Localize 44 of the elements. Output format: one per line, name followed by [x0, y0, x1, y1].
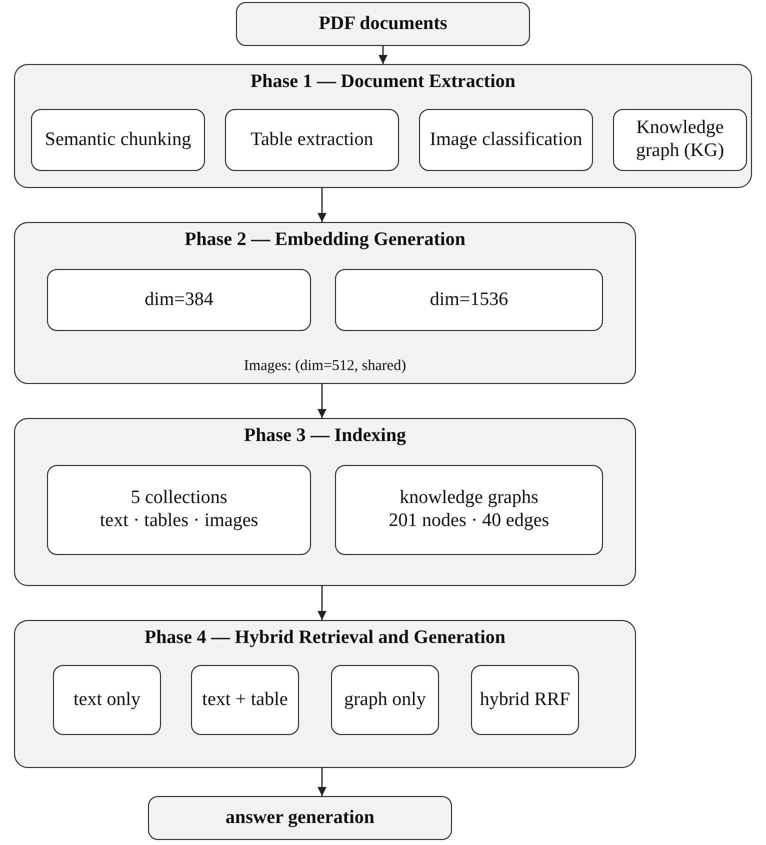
process-box	[613, 109, 747, 171]
heading: PDF documents	[318, 12, 448, 36]
node-text: dim=384	[144, 288, 214, 312]
process-box	[47, 269, 311, 331]
node-text: 201 nodes · 40 edges	[388, 510, 550, 533]
phase-panel	[14, 620, 636, 768]
heading: Phase 4 — Hybrid Retrieval and Generation	[144, 627, 506, 650]
node-text: Semantic chunking	[44, 128, 192, 152]
phase-panel	[14, 222, 636, 384]
process-box	[335, 465, 603, 555]
phase-panel	[14, 418, 636, 586]
node-text: knowledge graphs	[400, 487, 538, 510]
node-text: Knowledge graph (KG)	[634, 117, 726, 163]
process-box	[53, 665, 161, 735]
terminal-box	[148, 796, 452, 840]
heading: answer generation	[226, 806, 374, 830]
node-text: Images: (dim=512, shared)	[244, 357, 406, 375]
process-box	[335, 269, 603, 331]
heading: Phase 3 — Indexing	[244, 425, 406, 448]
process-box	[47, 465, 311, 555]
node-text: text only	[73, 688, 141, 712]
phase-panel	[14, 64, 752, 188]
node-text: hybrid RRF	[480, 688, 570, 712]
node-text: dim=1536	[430, 288, 508, 312]
arrow	[317, 768, 327, 796]
process-box	[331, 665, 439, 735]
process-box	[191, 665, 299, 735]
process-box	[419, 109, 593, 171]
node-text: text + table	[202, 688, 288, 712]
arrow	[317, 384, 327, 418]
process-box	[225, 109, 399, 171]
node-text: 5 collections	[130, 487, 228, 510]
terminal-box	[236, 2, 530, 46]
node-text: Table extraction	[250, 128, 374, 152]
arrow	[317, 188, 327, 222]
arrow	[317, 586, 327, 620]
node-text: graph only	[344, 688, 426, 712]
heading: Phase 2 — Embedding Generation	[184, 229, 466, 252]
node-text: Image classification	[430, 128, 582, 152]
process-box	[471, 665, 579, 735]
arrow	[378, 46, 388, 64]
node-text: text · tables · images	[100, 510, 258, 533]
heading: Phase 1 — Document Extraction	[250, 71, 516, 94]
process-box	[31, 109, 205, 171]
